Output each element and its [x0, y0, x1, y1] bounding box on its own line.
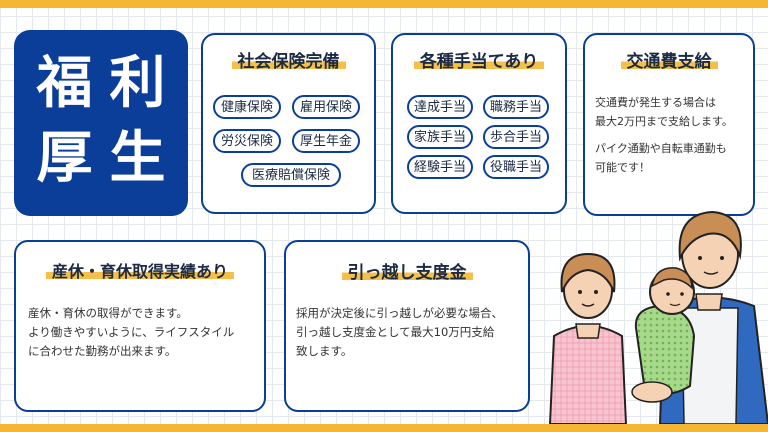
- tag-duty-allowance: 職務手当: [483, 95, 549, 119]
- body-line: より働きやすいように、ライフスタイル: [28, 325, 235, 339]
- title-char: 福: [36, 51, 93, 116]
- tag-position-allowance: 役職手当: [483, 155, 549, 179]
- tag-pension: 厚生年金: [292, 129, 360, 153]
- tag-experience-allowance: 経験手当: [407, 155, 473, 179]
- tag-health-insurance: 健康保険: [213, 95, 281, 119]
- body-line: 致します。: [296, 344, 353, 358]
- title-char: 利: [109, 51, 166, 116]
- card-title: 各種手当てあり: [393, 47, 565, 72]
- tag-medical-liability: 医療賠償保険: [241, 163, 341, 187]
- top-stripe: [0, 0, 768, 8]
- body-line: 交通費が発生する場合は: [595, 96, 716, 109]
- body-line: に合わせた勤務が出来ます。: [28, 344, 177, 358]
- card-moving-allowance: 引っ越し支度金 採用が決定後に引っ越しが必要な場合、 引っ越し支度金として最大1…: [284, 240, 530, 412]
- card-social-insurance: 社会保険完備 健康保険 雇用保険 労災保険 厚生年金 医療賠償保険: [201, 33, 376, 214]
- card-transport: 交通費支給 交通費が発生する場合は 最大2万円まで支給します。 パイク通勤や自転…: [583, 33, 755, 216]
- body-line: 産休・育休の取得ができます。: [28, 306, 188, 320]
- baby-figure: [631, 267, 696, 403]
- body-line: 可能です！: [595, 161, 650, 174]
- card-body: 交通費が発生する場合は 最大2万円まで支給します。 パイク通勤や自転車通勤も 可…: [595, 93, 733, 177]
- tag-achievement-allowance: 達成手当: [407, 95, 473, 119]
- man-figure: [658, 210, 768, 424]
- family-illustration: [548, 210, 768, 424]
- woman-figure: [548, 252, 628, 424]
- card-title: 社会保険完備: [203, 47, 374, 72]
- spacer: [595, 131, 733, 139]
- tag-employment-insurance: 雇用保険: [292, 95, 360, 119]
- tag-workers-comp: 労災保険: [213, 129, 281, 153]
- card-title: 産休・育休取得実績あり: [16, 258, 264, 282]
- bottom-stripe: [0, 424, 768, 432]
- card-title: 交通費支給: [585, 47, 753, 72]
- body-line: 採用が決定後に引っ越しが必要な場合、: [296, 306, 503, 320]
- tag-commission-allowance: 歩合手当: [483, 125, 549, 149]
- card-allowances: 各種手当てあり 達成手当 職務手当 家族手当 歩合手当 経験手当 役職手当: [391, 33, 567, 214]
- title-char: 厚: [36, 126, 93, 191]
- body-line: 引っ越し支度金として最大10万円支給: [296, 325, 495, 339]
- body-line: パイク通勤や自転車通勤も: [595, 142, 727, 155]
- title-char: 生: [109, 126, 166, 191]
- card-title: 引っ越し支度金: [286, 258, 528, 283]
- card-body: 採用が決定後に引っ越しが必要な場合、 引っ越し支度金として最大10万円支給 致し…: [296, 304, 503, 361]
- tag-family-allowance: 家族手当: [407, 125, 473, 149]
- card-body: 産休・育休の取得ができます。 より働きやすいように、ライフスタイル に合わせた勤…: [28, 304, 234, 361]
- body-line: 最大2万円まで支給します。: [595, 115, 733, 128]
- title-block: 福 利 厚 生: [14, 30, 188, 216]
- card-parental-leave: 産休・育休取得実績あり 産休・育休の取得ができます。 より働きやすいように、ライ…: [14, 240, 266, 412]
